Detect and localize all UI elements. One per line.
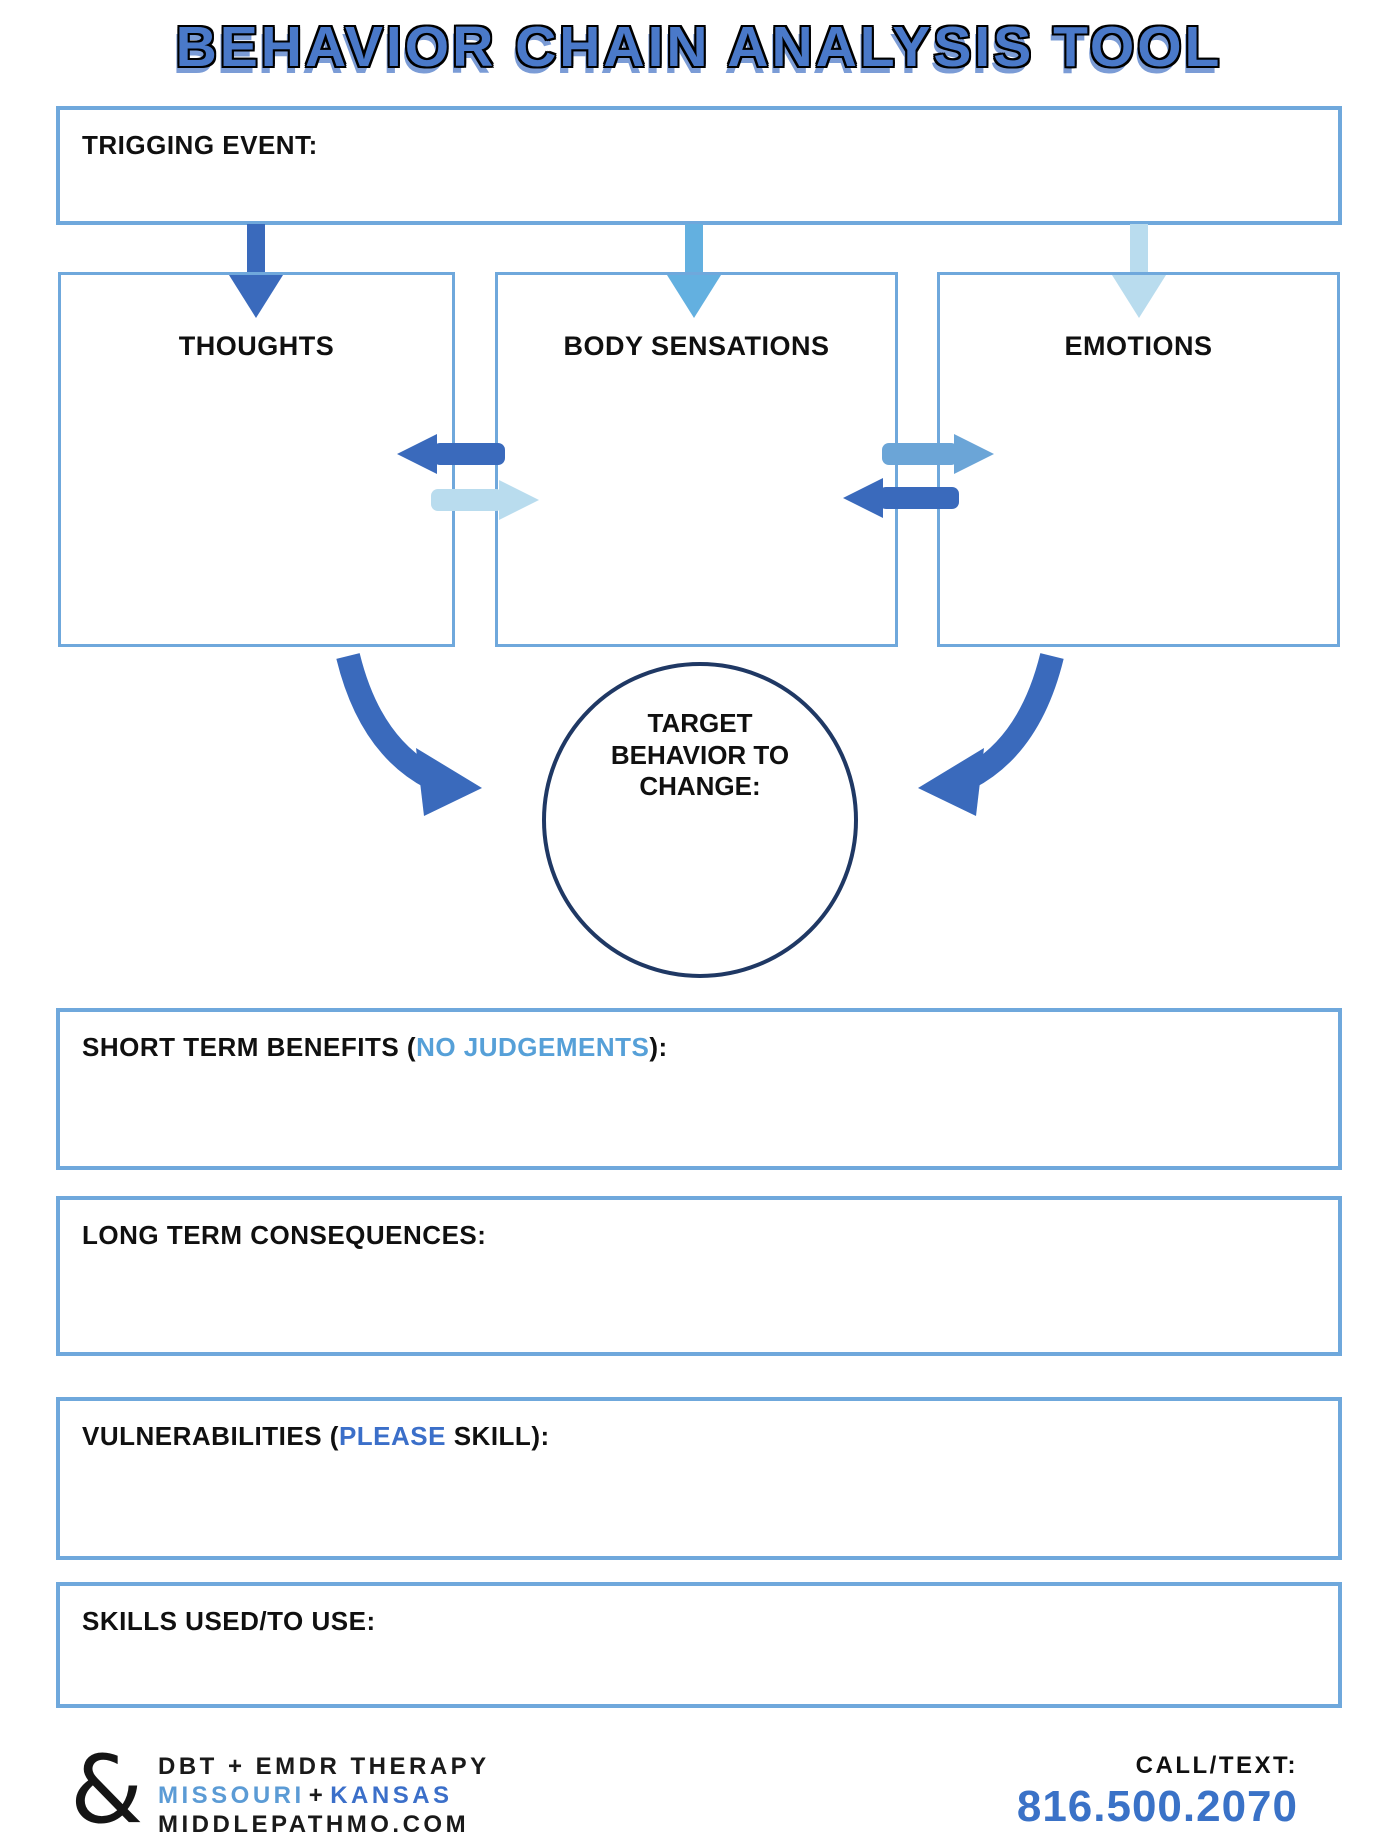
skills-box: SKILLS USED/TO USE: [56,1582,1342,1708]
skills-input-area[interactable] [64,1642,1334,1700]
target-line-3: CHANGE: [639,771,761,802]
long-term-consequences-box: LONG TERM CONSEQUENCES: [56,1196,1342,1356]
target-behavior-label: TARGET BEHAVIOR TO CHANGE: [546,708,854,803]
kansas-text: KANSAS [330,1782,453,1809]
right-arrow-body-emotions-icon [882,434,994,474]
page-title: BEHAVIOR CHAIN ANALYSIS TOOL [175,15,1223,79]
footer-brand-block: DBT + EMDR THERAPY MISSOURI+KANSAS MIDDL… [158,1752,490,1839]
target-behavior-circle: TARGET BEHAVIOR TO CHANGE: [542,662,858,978]
long-term-consequences-input-area[interactable] [64,1256,1334,1348]
ampersand-logo-icon: & [70,1736,144,1845]
trigger-event-box: TRIGGING EVENT: [56,106,1342,225]
short-term-benefits-label: SHORT TERM BENEFITS (NO JUDGEMENTS): [60,1012,1338,1063]
vulnerabilities-prefix: VULNERABILITIES ( [82,1421,339,1451]
short-term-benefits-input-area[interactable] [64,1068,1334,1162]
left-arrow-thoughts-body-icon [397,434,505,474]
long-term-consequences-label: LONG TERM CONSEQUENCES: [82,1220,487,1250]
target-behavior-input-area[interactable] [566,816,834,954]
skills-label: SKILLS USED/TO USE: [82,1606,376,1636]
target-line-1: TARGET [647,708,753,738]
vulnerabilities-box: VULNERABILITIES (PLEASE SKILL): [56,1397,1342,1560]
vulnerabilities-suffix: SKILL): [445,1421,550,1451]
phone-number: 816.500.2070 [1016,1782,1298,1831]
target-line-2: BEHAVIOR TO [610,739,790,770]
vulnerabilities-label: VULNERABILITIES (PLEASE SKILL): [60,1401,1338,1452]
curved-arrow-left-icon [336,653,482,816]
emotions-input-area[interactable] [943,375,1334,641]
thoughts-label: THOUGHTS [178,331,335,361]
call-text-label: CALL/TEXT: [1135,1752,1298,1779]
short-term-benefits-box: SHORT TERM BENEFITS (NO JUDGEMENTS): [56,1008,1342,1170]
down-arrow-emotions-icon [1112,224,1166,318]
body-sensations-box: BODY SENSATIONS [495,272,898,647]
down-arrow-body-sensations-icon [667,224,721,318]
emotions-label: EMOTIONS [1064,331,1213,361]
thoughts-input-area[interactable] [64,375,449,641]
left-arrow-body-emotions-icon [843,478,959,518]
body-sensations-label: BODY SENSATIONS [563,331,830,361]
emotions-box: EMOTIONS [937,272,1340,647]
no-judgements-highlight: NO JUDGEMENTS [416,1032,650,1062]
short-term-prefix: SHORT TERM BENEFITS ( [82,1032,417,1062]
thoughts-box: THOUGHTS [58,272,455,647]
trigger-event-label: TRIGGING EVENT: [82,130,318,160]
please-highlight: PLEASE [338,1421,446,1451]
right-arrow-thoughts-body-icon [431,480,539,520]
body-sensations-input-area[interactable] [501,375,892,641]
plus-text: + [308,1782,327,1809]
curved-arrow-right-icon [918,653,1064,816]
footer-website: MIDDLEPATHMO.COM [158,1811,470,1838]
footer-contact-block: CALL/TEXT: 816.500.2070 [1017,1752,1298,1832]
trigger-event-input-area[interactable] [64,166,1334,217]
missouri-text: MISSOURI [158,1782,305,1809]
down-arrow-thoughts-icon [229,224,283,318]
short-term-suffix: ): [649,1032,668,1062]
footer-therapy-line: DBT + EMDR THERAPY [158,1753,490,1780]
vulnerabilities-input-area[interactable] [64,1457,1334,1552]
footer-states-line: MISSOURI+KANSAS [158,1781,490,1810]
